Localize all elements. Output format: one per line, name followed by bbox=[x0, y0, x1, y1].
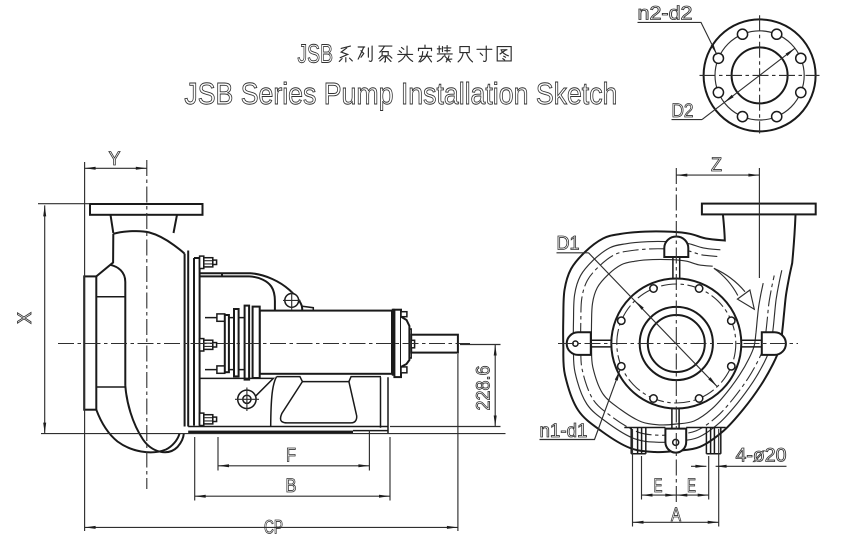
svg-text:E: E bbox=[687, 476, 696, 497]
svg-text:B: B bbox=[286, 476, 297, 497]
svg-text:n2-d2: n2-d2 bbox=[638, 4, 693, 25]
svg-text:4-ø20: 4-ø20 bbox=[736, 446, 787, 467]
svg-text:Z: Z bbox=[711, 155, 722, 176]
svg-text:Y: Y bbox=[109, 149, 121, 170]
svg-text:F: F bbox=[286, 446, 296, 467]
svg-text:n1-d1: n1-d1 bbox=[540, 421, 588, 442]
svg-text:CP: CP bbox=[264, 518, 283, 539]
svg-text:JSB: JSB bbox=[298, 39, 334, 69]
svg-text:E: E bbox=[654, 476, 663, 497]
svg-text:D1: D1 bbox=[557, 234, 580, 255]
svg-text:228.6: 228.6 bbox=[474, 366, 495, 411]
svg-text:A: A bbox=[671, 505, 681, 526]
svg-text:D2: D2 bbox=[672, 101, 694, 122]
svg-text:JSB Series Pump Installation S: JSB Series Pump Installation Sketch bbox=[184, 76, 617, 111]
svg-text:X: X bbox=[15, 312, 36, 324]
